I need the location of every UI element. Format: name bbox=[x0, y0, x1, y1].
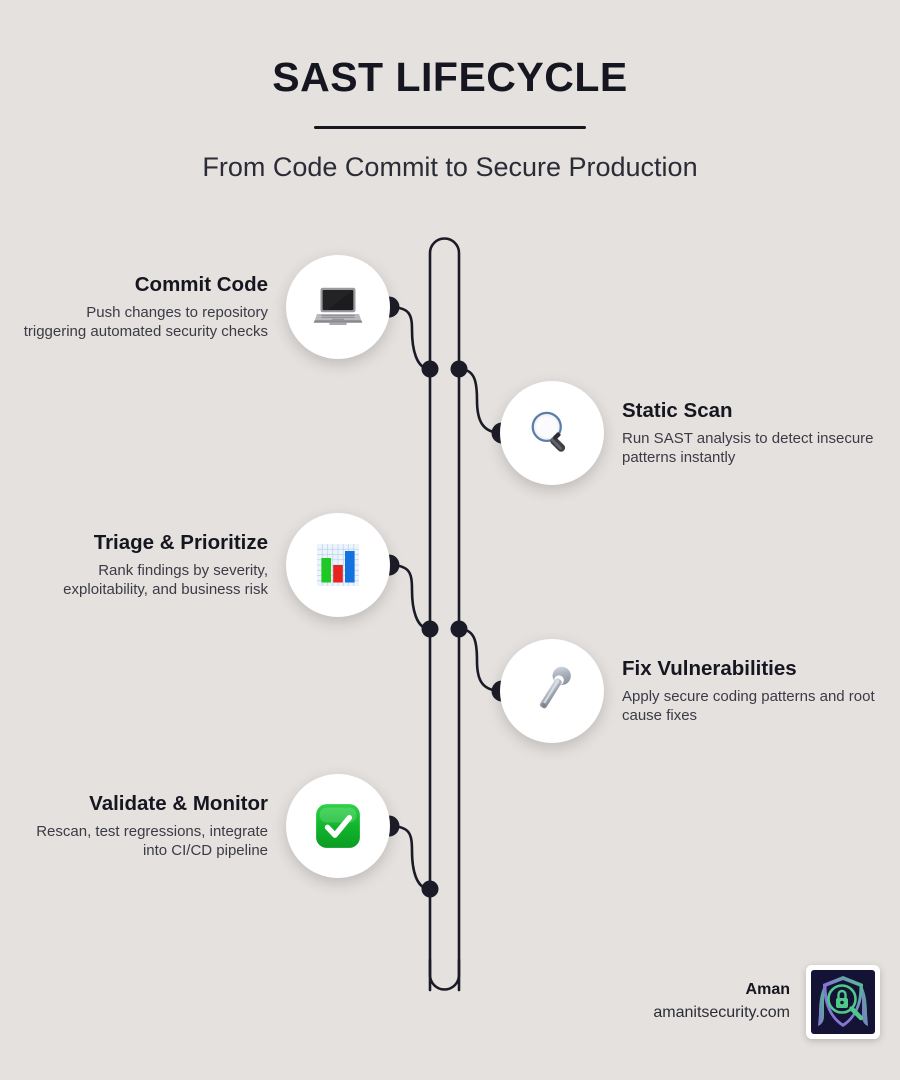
connector-branch-3 bbox=[387, 563, 432, 631]
rail-dot-left-3 bbox=[421, 880, 439, 898]
connector-branch-1 bbox=[387, 305, 432, 371]
page-subtitle: From Code Commit to Secure Production bbox=[202, 152, 698, 183]
step-description: Apply secure coding patterns and root ca… bbox=[622, 687, 875, 724]
step-icon-circle[interactable] bbox=[286, 774, 390, 878]
shield-lock-magnifier-logo bbox=[811, 970, 875, 1034]
step-icon-circle[interactable] bbox=[500, 381, 604, 485]
step-title: Static Scan bbox=[622, 399, 733, 423]
connector-branch-5 bbox=[387, 824, 432, 891]
step-text-block: Fix Vulnerabilities Apply secure coding … bbox=[604, 657, 880, 725]
connector-top-loop bbox=[428, 237, 461, 992]
footer-text: Aman amanitsecurity.com bbox=[653, 980, 790, 1024]
rail-dot-left-1 bbox=[421, 360, 439, 378]
step-validate-monitor[interactable]: Validate & Monitor Rescan, test regressi… bbox=[20, 774, 390, 878]
step-triage-prioritize[interactable]: Triage & Prioritize Rank findings by sev… bbox=[20, 513, 390, 617]
step-description: Push changes to repository triggering au… bbox=[23, 303, 268, 340]
title-divider bbox=[314, 126, 586, 130]
brand-name: Aman bbox=[745, 981, 790, 999]
step-title: Fix Vulnerabilities bbox=[622, 657, 797, 681]
bar-chart-icon bbox=[317, 544, 359, 586]
step-text-block: Triage & Prioritize Rank findings by sev… bbox=[20, 531, 286, 599]
laptop-icon bbox=[313, 287, 363, 326]
step-fix-vulnerabilities[interactable]: Fix Vulnerabilities Apply secure coding … bbox=[500, 639, 880, 743]
step-description: Run SAST analysis to detect insecure pat… bbox=[622, 429, 874, 466]
step-icon-circle[interactable] bbox=[286, 513, 390, 617]
step-text-block: Commit Code Push changes to repository t… bbox=[20, 273, 286, 341]
step-title: Triage & Prioritize bbox=[93, 531, 268, 555]
connector-branch-2 bbox=[457, 367, 504, 435]
step-icon-circle[interactable] bbox=[500, 639, 604, 743]
check-mark-button-icon bbox=[316, 804, 360, 848]
connector-bottom-loop bbox=[428, 958, 461, 991]
step-title: Validate & Monitor bbox=[89, 792, 268, 816]
connector-branch-4 bbox=[457, 627, 504, 693]
brand-website[interactable]: amanitsecurity.com bbox=[653, 1004, 790, 1021]
step-text-block: Static Scan Run SAST analysis to detect … bbox=[604, 399, 880, 467]
step-icon-circle[interactable] bbox=[286, 255, 390, 359]
rail-dot-left-2 bbox=[421, 620, 439, 638]
step-description: Rank findings by severity, exploitabilit… bbox=[63, 561, 268, 598]
step-title: Commit Code bbox=[134, 273, 268, 297]
page-title: SAST LIFECYCLE bbox=[272, 54, 628, 100]
rail-dot-right-2 bbox=[450, 620, 468, 638]
magnifying-glass-icon bbox=[531, 411, 566, 452]
footer-branding: Aman amanitsecurity.com bbox=[480, 965, 880, 1039]
step-description: Rescan, test regressions, integrate into… bbox=[36, 822, 268, 859]
rail-dot-right-1 bbox=[450, 360, 468, 378]
wrench-icon bbox=[539, 666, 571, 709]
step-static-scan[interactable]: Static Scan Run SAST analysis to detect … bbox=[500, 381, 880, 485]
step-text-block: Validate & Monitor Rescan, test regressi… bbox=[20, 792, 286, 860]
step-commit-code[interactable]: Commit Code Push changes to repository t… bbox=[20, 255, 390, 359]
brand-logo[interactable] bbox=[806, 965, 880, 1039]
header: SAST LIFECYCLE From Code Commit to Secur… bbox=[0, 0, 900, 183]
